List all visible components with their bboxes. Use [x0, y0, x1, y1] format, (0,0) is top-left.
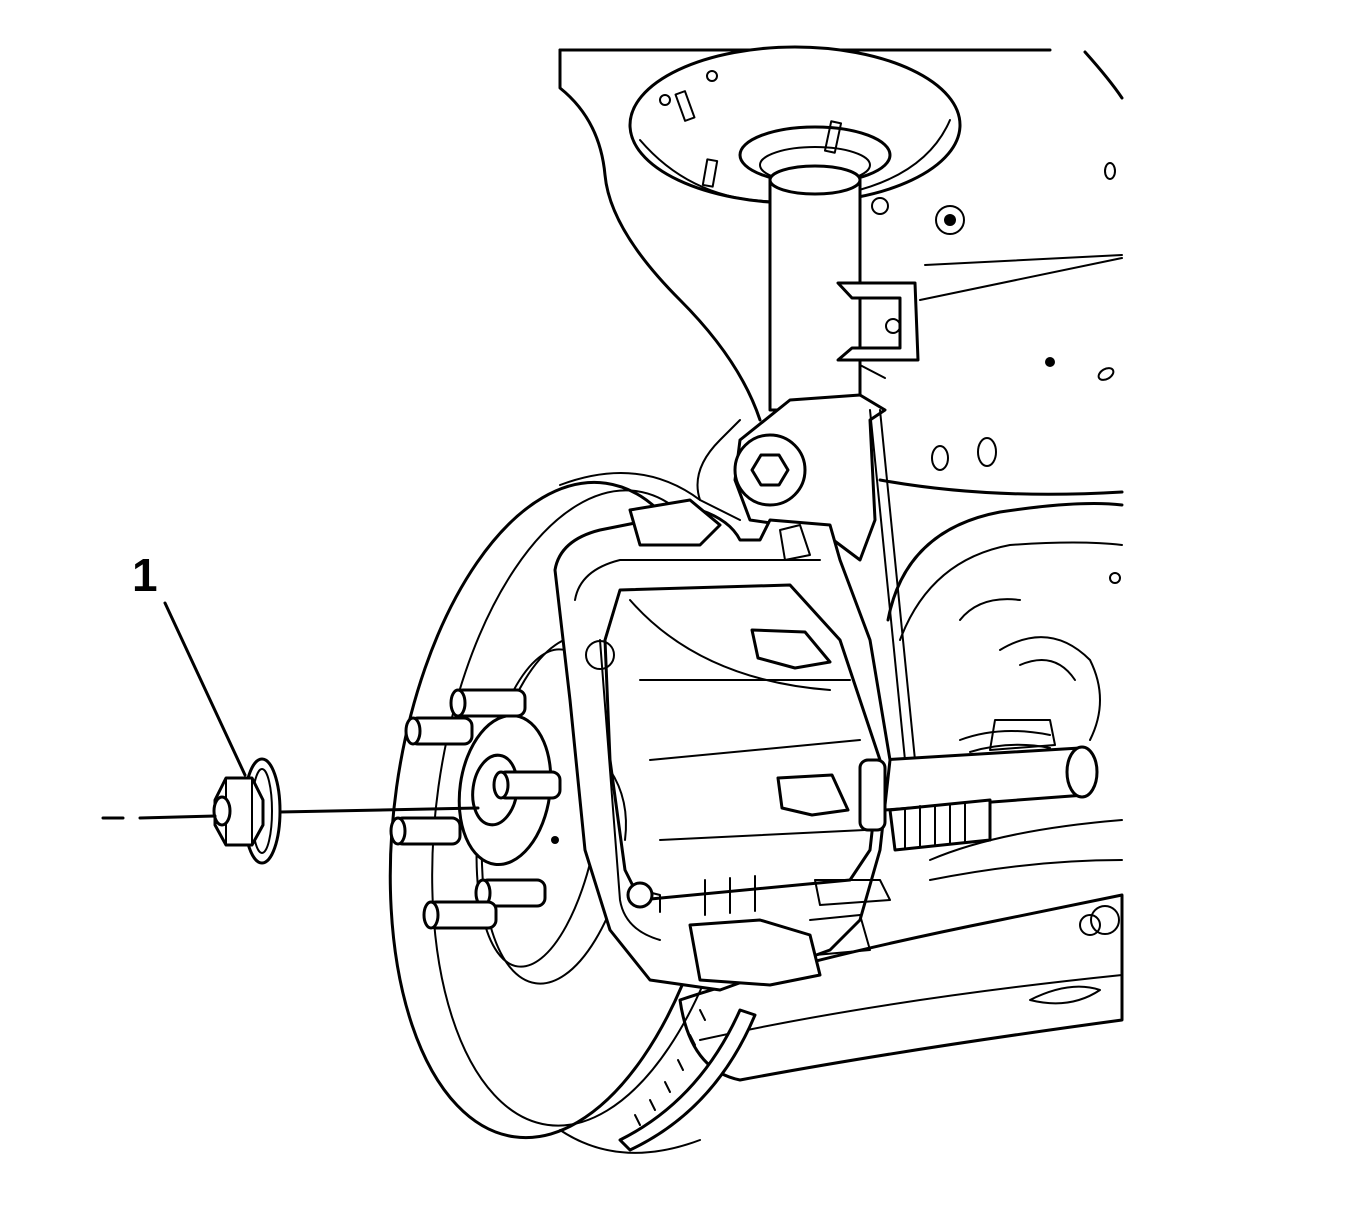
- wheel-stud: [389, 816, 462, 846]
- vehicle-body: [558, 48, 1124, 641]
- strut-assembly: [696, 164, 920, 761]
- wheel-stud: [422, 900, 498, 930]
- wheel-stud: [474, 878, 547, 908]
- wheel-stud: [449, 688, 527, 718]
- wheel-stud: [404, 716, 474, 746]
- drive-shaft: [878, 598, 1101, 852]
- brake-caliper: [553, 498, 892, 992]
- callout-number: 1: [132, 549, 158, 601]
- explode-line: [101, 806, 480, 820]
- callout-leader-line: [163, 601, 247, 777]
- wheel-hub: [389, 688, 562, 930]
- wheel-hub-nut: [212, 757, 282, 865]
- wheel-stud: [492, 770, 562, 800]
